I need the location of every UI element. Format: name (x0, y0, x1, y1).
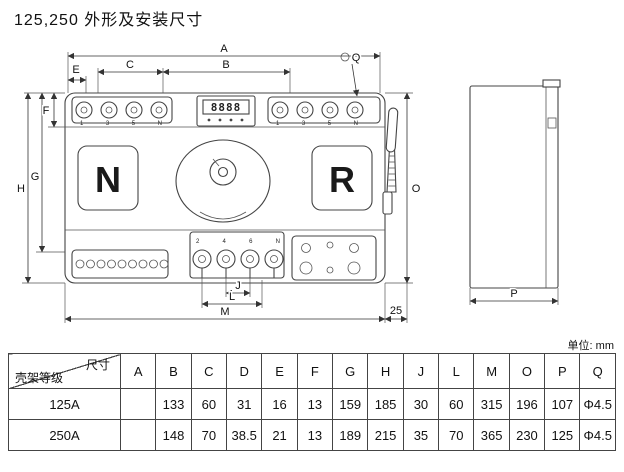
dim-label-a: A (220, 43, 228, 55)
col-header-g: G (332, 353, 369, 389)
dim-label-f: F (43, 105, 50, 117)
r-marking: R (329, 159, 355, 200)
col-header-c: C (190, 353, 228, 389)
terminal-numbers-bottom: 2 4 6 N (196, 239, 280, 245)
cell: Φ4.5 (579, 419, 616, 451)
cell: 13 (296, 388, 334, 420)
cell: 148 (155, 419, 192, 451)
dim-label-h: H (17, 183, 25, 195)
cell: 35 (402, 419, 440, 451)
dim-label-o: O (412, 183, 421, 195)
front-view: 1 3 5 N 1 3 5 N 8888 (64, 92, 399, 284)
col-header-b: B (155, 353, 192, 389)
dim-label-p: P (510, 288, 517, 300)
bottom-right-panel (291, 235, 377, 281)
side-view-outline (469, 85, 559, 289)
cell: 215 (367, 419, 404, 451)
col-header-f: F (296, 353, 334, 389)
table-row-250a: 250A 148 70 38.5 21 13 189 215 35 70 365… (8, 419, 616, 451)
cell: 70 (438, 419, 475, 451)
cell: Φ4.5 (579, 388, 616, 420)
cell: 125 (544, 419, 581, 451)
cell: 38.5 (226, 419, 263, 451)
dim-label-g: G (31, 171, 40, 183)
col-header-a: A (119, 353, 157, 389)
top-terminal-strip-right: 1 3 5 N (267, 96, 381, 127)
side-view-top-tab (542, 79, 561, 88)
dim-label-b: B (222, 59, 229, 71)
dimension-table: 尺寸 壳架等级 A B C D E F G H J L M O P Q 125A (8, 353, 616, 451)
n-marking: N (95, 159, 121, 200)
cell: 60 (190, 388, 228, 420)
display-digits: 8888 (211, 101, 242, 114)
col-header-l: L (438, 353, 475, 389)
cell: 31 (226, 388, 263, 420)
operating-handle (382, 107, 399, 215)
cell: 189 (332, 419, 369, 451)
n-panel (77, 145, 139, 211)
row-label: 125A (8, 388, 121, 420)
col-header-j: J (402, 353, 440, 389)
bottom-terminal-strip-left (71, 249, 169, 279)
cell: 196 (508, 388, 546, 420)
row-label: 250A (8, 419, 121, 451)
col-header-o: O (508, 353, 546, 389)
terminal-numbers-top-right: 1 3 5 N (276, 121, 358, 127)
q-hole-icon (340, 52, 350, 62)
table-header-row: 尺寸 壳架等级 A B C D E F G H J L M O P Q (8, 353, 616, 389)
device-drawing-svg: 1 3 5 N 1 3 5 N 8888 (16, 42, 561, 323)
dim-label-j: J (235, 280, 241, 292)
cell: 159 (332, 388, 369, 420)
col-header-d: D (226, 353, 263, 389)
center-knob (175, 139, 271, 223)
table-corner-cell: 尺寸 壳架等级 (8, 353, 121, 389)
col-header-h: H (367, 353, 404, 389)
page-title: 125,250 外形及安装尺寸 (14, 12, 204, 29)
side-view-clip (547, 117, 557, 129)
table-row-125a: 125A 133 60 31 16 13 159 185 30 60 315 1… (8, 388, 616, 420)
cell (119, 388, 157, 420)
bottom-terminal-block-center: 2 4 6 N (189, 231, 285, 279)
dim-label-q: Q (352, 52, 361, 64)
col-header-p: P (544, 353, 581, 389)
unit-label: 单位: mm (567, 340, 614, 352)
cell: 133 (155, 388, 192, 420)
cell: 107 (544, 388, 581, 420)
cell (119, 419, 157, 451)
digital-display: 8888 (196, 95, 256, 127)
cell: 30 (402, 388, 440, 420)
cell: 13 (296, 419, 334, 451)
dim-label-m: M (220, 306, 229, 318)
dim-label-e: E (72, 64, 79, 76)
corner-label-frame-class: 壳架等级 (15, 371, 64, 385)
cell: 60 (438, 388, 475, 420)
col-header-m: M (473, 353, 510, 389)
dim-label-l: L (229, 291, 235, 303)
dimension-drawing: 1 3 5 N 1 3 5 N 8888 (16, 42, 561, 323)
cell: 185 (367, 388, 404, 420)
cell: 16 (261, 388, 298, 420)
dim-label-c: C (126, 59, 134, 71)
dim-label-25: 25 (390, 305, 402, 317)
col-header-e: E (261, 353, 298, 389)
r-panel (311, 145, 373, 211)
side-view (469, 79, 561, 289)
corner-label-dimension: 尺寸 (85, 358, 110, 372)
col-header-q: Q (579, 353, 616, 389)
dimension-annotations: A C B E Q F G H O J L M 25 P (16, 42, 559, 323)
cell: 315 (473, 388, 510, 420)
top-terminal-strip-left: 1 3 5 N (71, 96, 173, 127)
cell: 21 (261, 419, 298, 451)
terminal-numbers-top-left: 1 3 5 N (80, 121, 162, 127)
cell: 230 (508, 419, 546, 451)
cell: 365 (473, 419, 510, 451)
cell: 70 (190, 419, 228, 451)
